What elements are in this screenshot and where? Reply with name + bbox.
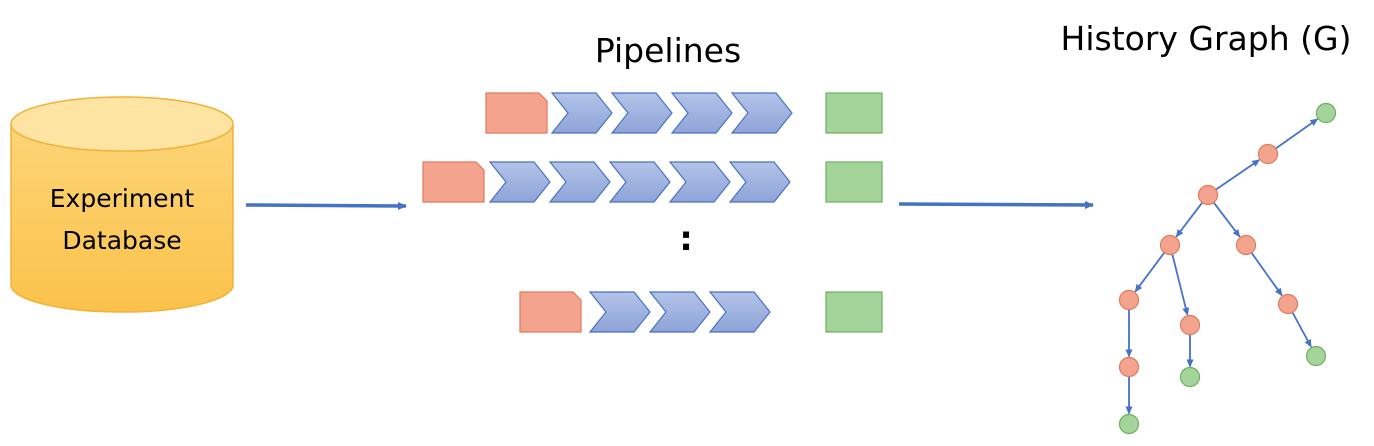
- pipelines-ellipsis: :: [679, 219, 693, 259]
- graph-leaf-node: [1118, 413, 1140, 435]
- graph-edge: [1171, 253, 1190, 316]
- graph-node: [1197, 184, 1219, 206]
- pipeline-row: [485, 92, 883, 134]
- pipeline-row: [422, 161, 883, 203]
- pipeline-source-block: [519, 291, 582, 333]
- pipeline-step-chevron: [610, 92, 673, 134]
- pipeline-step-chevron: [728, 161, 791, 203]
- pipeline-output-block: [825, 92, 883, 134]
- graph-edge: [1134, 252, 1166, 293]
- graph-edge: [1291, 311, 1312, 348]
- graph-node: [1257, 143, 1279, 165]
- pipeline-step-chevron: [670, 92, 733, 134]
- pipeline-step-chevron: [550, 92, 613, 134]
- graph-node: [1118, 289, 1140, 311]
- graph-edge: [1250, 252, 1283, 297]
- database-label-line1: Experiment: [50, 184, 195, 213]
- experiment-database: Experiment Database: [10, 96, 234, 313]
- database-label-line2: Database: [62, 226, 181, 255]
- pipeline-output-block: [825, 291, 883, 333]
- pipeline-source-block: [485, 92, 548, 134]
- pipeline-step-chevron: [730, 92, 793, 134]
- database-cylinder-body: [10, 125, 234, 313]
- pipeline-step-chevron: [608, 161, 671, 203]
- pipeline-step-chevron: [588, 291, 651, 333]
- graph-node: [1235, 234, 1257, 256]
- arrow-database-to-pipelines: [245, 201, 407, 210]
- history-graph: [1118, 102, 1337, 435]
- graph-leaf-node: [1179, 366, 1201, 388]
- graph-edge: [1213, 202, 1241, 238]
- graph-node: [1118, 356, 1140, 378]
- pipeline-output-block: [825, 161, 883, 203]
- graph-leaf-node: [1305, 345, 1327, 367]
- graph-edge: [1215, 159, 1261, 191]
- pipeline-step-chevron: [708, 291, 771, 333]
- graph-node: [1277, 293, 1299, 315]
- history-graph-title: History Graph (G): [1061, 19, 1352, 58]
- graph-leaf-node: [1315, 102, 1337, 124]
- arrow-pipelines-to-graph: [898, 200, 1094, 209]
- graph-node: [1159, 234, 1181, 256]
- pipeline-step-chevron: [648, 291, 711, 333]
- database-cylinder-top: [10, 96, 234, 152]
- pipeline-step-chevron: [548, 161, 611, 203]
- graph-node: [1179, 314, 1201, 336]
- pipeline-source-block: [422, 161, 485, 203]
- pipelines-title: Pipelines: [595, 31, 741, 70]
- pipeline-step-chevron: [668, 161, 731, 203]
- graph-edge: [1275, 118, 1319, 150]
- pipeline-rows: [422, 92, 883, 333]
- pipeline-row: [519, 291, 883, 333]
- graph-edge: [1175, 202, 1203, 238]
- pipeline-step-chevron: [488, 161, 551, 203]
